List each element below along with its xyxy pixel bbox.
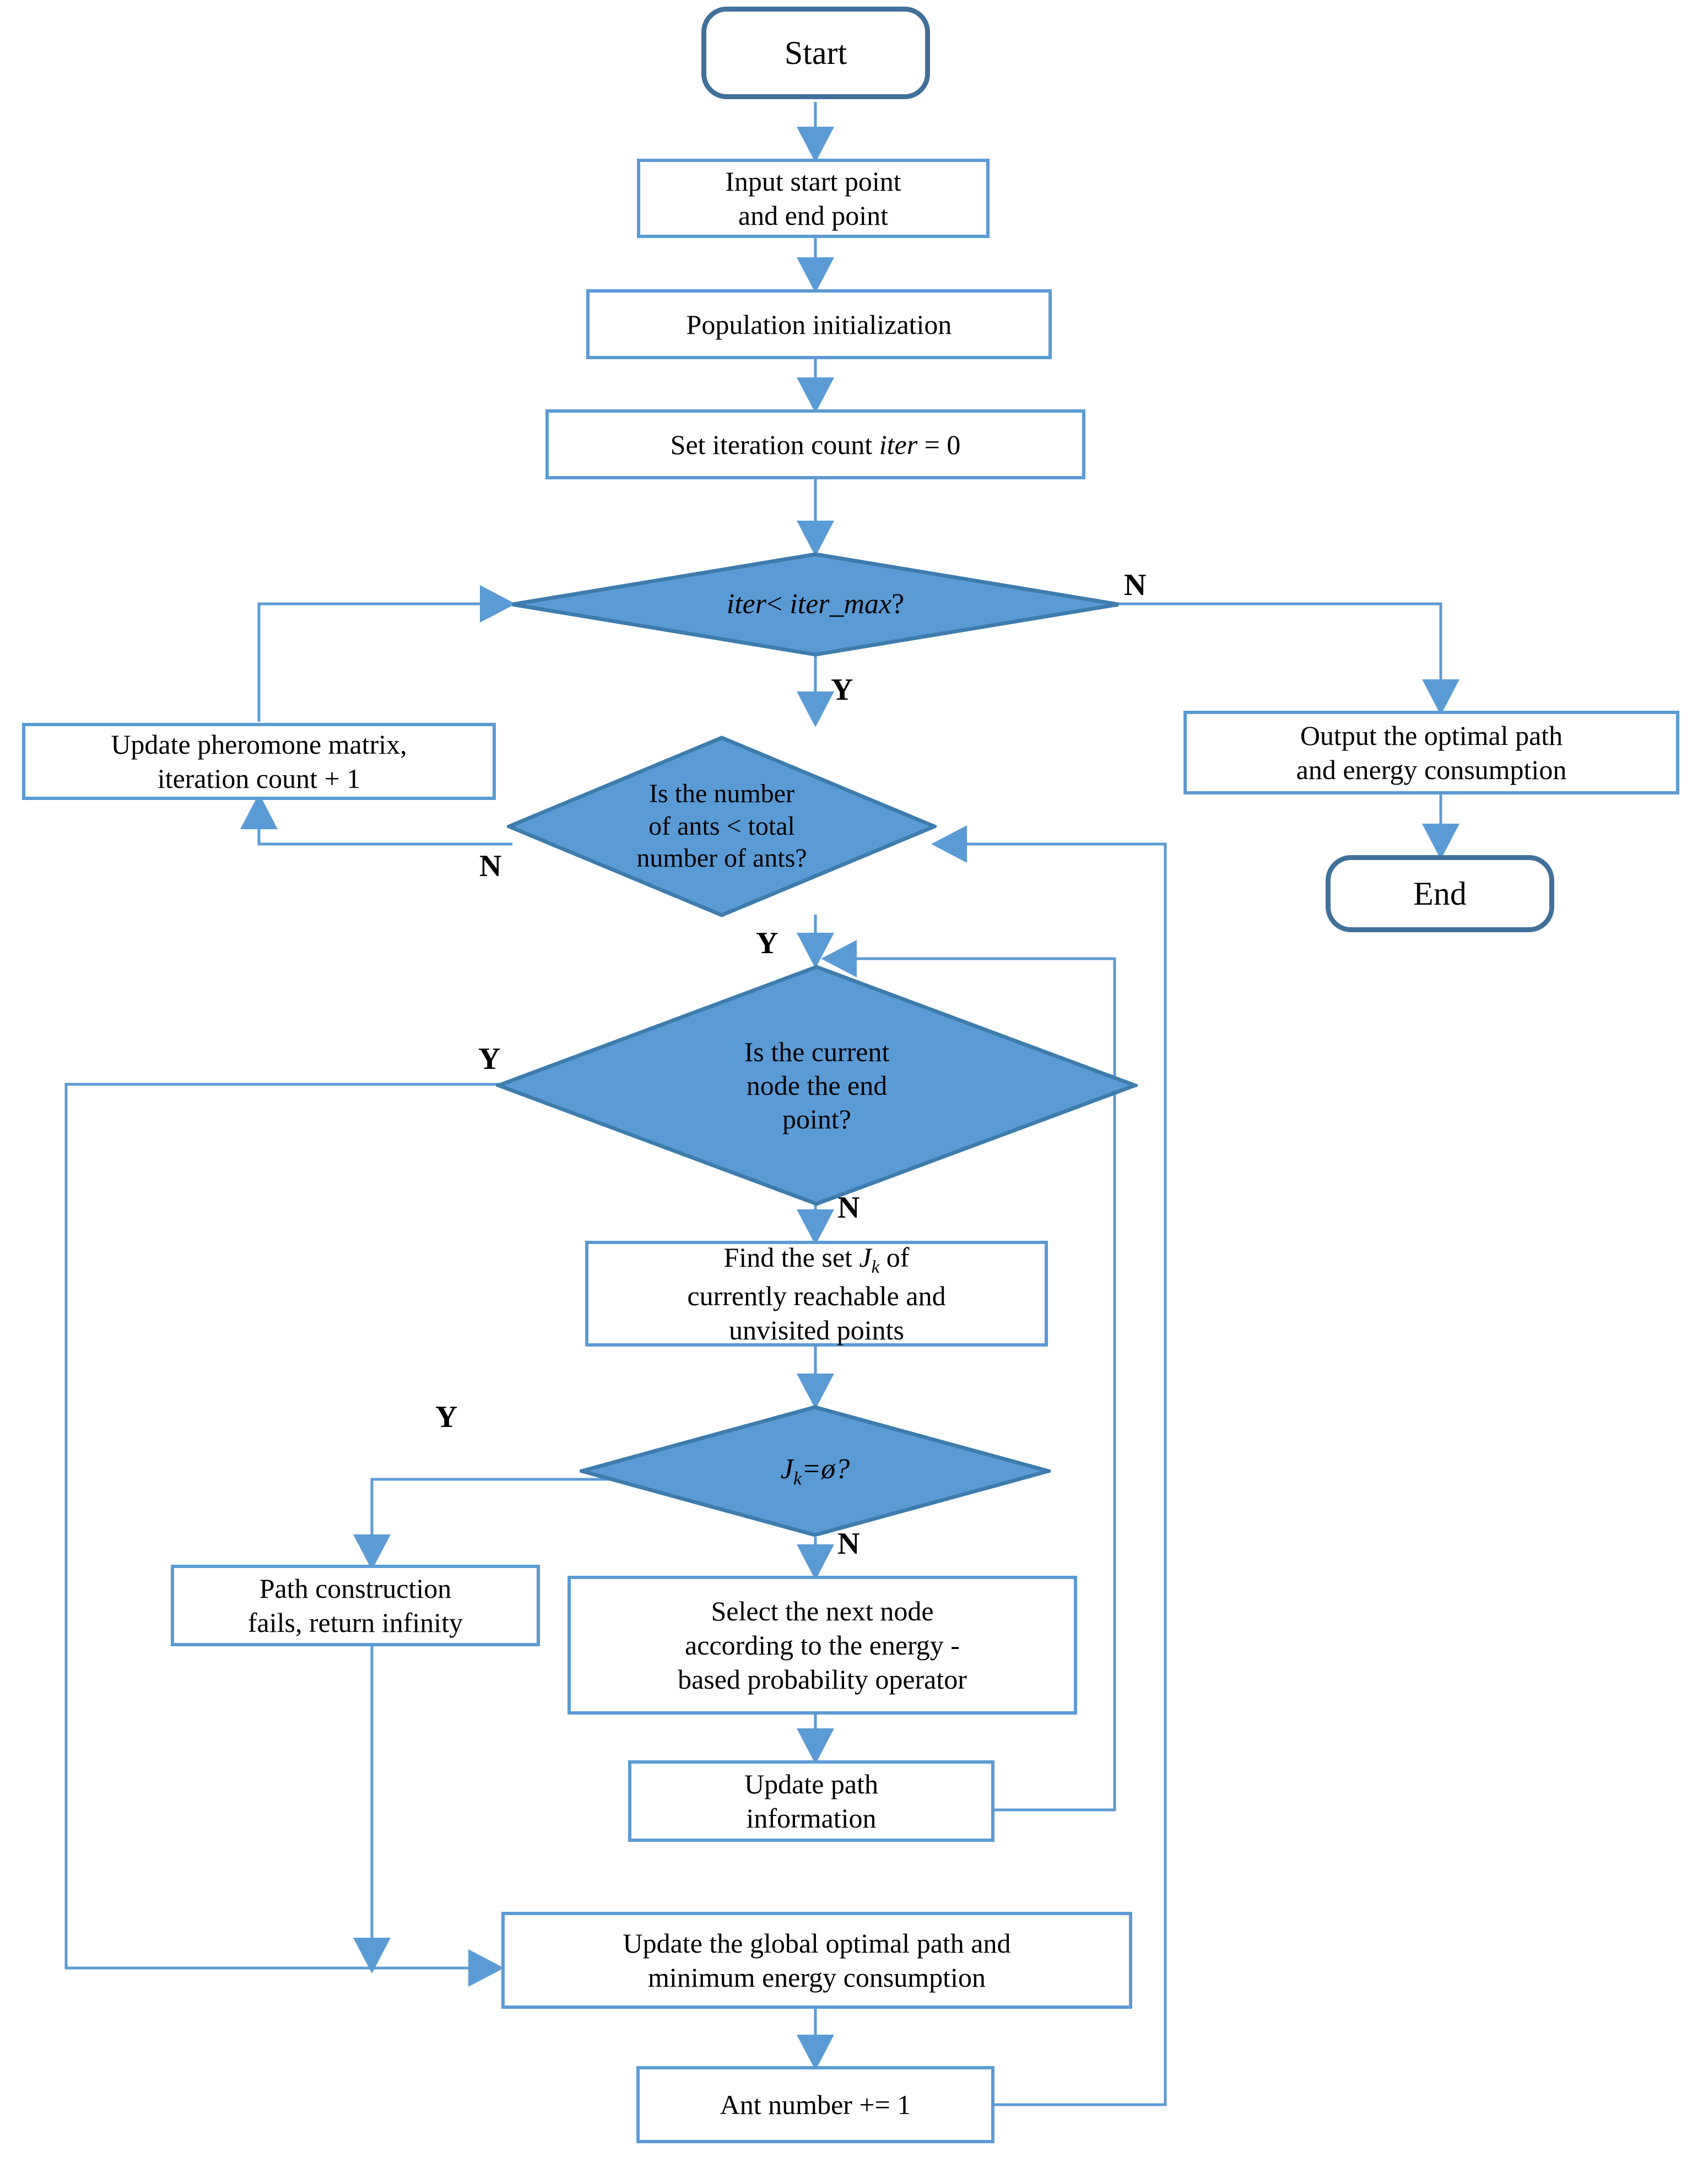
node-end-label: End xyxy=(1413,875,1467,912)
edge-ant-ants xyxy=(931,825,1167,2106)
node-input-line1: Input start point xyxy=(725,166,901,197)
node-population-init: Population initialization xyxy=(586,289,1052,359)
node-end: End xyxy=(1326,855,1554,932)
node-update-pheromone-line2: iteration count + 1 xyxy=(157,763,361,794)
ants-check-line1: Is the number xyxy=(649,779,794,809)
node-input-line2: and end point xyxy=(738,200,889,231)
node-output-optimal-path: Output the optimal path and energy consu… xyxy=(1183,711,1679,794)
node-ant-increment: Ant number += 1 xyxy=(636,2066,994,2143)
node-iter-check-label: iter< iter_max? xyxy=(727,587,904,621)
node-ants-check: Is the number of ants < total number of … xyxy=(507,736,937,917)
node-find-set-line1: Find the set Jk of xyxy=(724,1240,910,1279)
node-update-path-line2: information xyxy=(746,1803,877,1834)
node-jk-empty-label: Jk=ø? xyxy=(781,1452,850,1490)
node-output-line2: and energy consumption xyxy=(1296,754,1567,785)
edge-label-jk-no: N xyxy=(837,1527,860,1561)
node-path-fail: Path construction fails, return infinity xyxy=(171,1565,540,1646)
node-input-points: Input start point and end point xyxy=(637,159,990,238)
node-set-iter-text: Set iteration count iter = 0 xyxy=(671,429,961,461)
edge-ants-no xyxy=(240,793,512,846)
node-start: Start xyxy=(701,7,930,99)
node-ants-check-label: Is the number of ants < total number of … xyxy=(636,778,807,875)
endpoint-check-line2: node the end xyxy=(746,1069,888,1101)
edge-jk-yes xyxy=(353,1478,656,1570)
node-start-label: Start xyxy=(784,34,847,71)
iter-check-mid: < xyxy=(766,588,790,620)
decision-shape xyxy=(507,736,937,917)
node-update-global-line2: minimum energy consumption xyxy=(648,1962,986,1993)
iter-check-var2: iter_max xyxy=(790,588,892,620)
node-select-next-node: Select the next node according to the en… xyxy=(567,1576,1077,1715)
node-iter-check: iter< iter_max? xyxy=(510,552,1121,657)
ants-check-line2: of ants < total xyxy=(648,811,795,841)
node-update-path-line1: Update path xyxy=(744,1769,878,1799)
iter-check-suffix: ? xyxy=(891,588,905,620)
decision-shape xyxy=(512,552,1119,657)
set-iter-prefix: Set iteration count xyxy=(670,429,879,460)
edge-label-jk-yes: Y xyxy=(435,1400,458,1434)
edge-pheromone-itercheck xyxy=(257,585,516,722)
edge-label-iter-no: N xyxy=(1124,568,1147,602)
jk-rest: =ø? xyxy=(802,1453,850,1485)
iter-check-var1: iter xyxy=(726,588,766,620)
node-select-line3: based probability operator xyxy=(678,1664,967,1695)
find-set-sub: k xyxy=(871,1257,880,1278)
jk-var: J xyxy=(780,1453,793,1485)
set-iter-variable: iter xyxy=(879,429,918,460)
set-iter-suffix: = 0 xyxy=(917,429,961,460)
edge-label-ants-no: N xyxy=(479,849,502,883)
edge-endpoint-yes xyxy=(64,1083,504,1987)
node-select-line1: Select the next node xyxy=(711,1596,934,1626)
edge-updatepath-endpoint xyxy=(821,940,1116,1812)
node-set-iteration-count: Set iteration count iter = 0 xyxy=(545,409,1085,479)
node-find-set-line3: unvisited points xyxy=(728,1314,905,1345)
node-population-label: Population initialization xyxy=(686,309,952,340)
node-ant-increment-label: Ant number += 1 xyxy=(720,2089,911,2120)
node-path-fail-line1: Path construction xyxy=(259,1573,452,1604)
node-find-set-line2: currently reachable and xyxy=(687,1280,946,1311)
find-set-post: of xyxy=(879,1242,910,1273)
jk-sub: k xyxy=(793,1468,802,1489)
node-update-global-line1: Update the global optimal path and xyxy=(623,1928,1011,1959)
node-jk-empty-check: Jk=ø? xyxy=(580,1405,1051,1537)
decision-shape xyxy=(580,1405,1051,1537)
node-update-pheromone-line1: Update pheromone matrix, xyxy=(111,729,407,760)
node-update-pheromone: Update pheromone matrix, iteration count… xyxy=(22,723,496,800)
endpoint-check-line1: Is the current xyxy=(744,1036,890,1067)
ants-check-line3: number of ants? xyxy=(636,844,807,873)
find-set-var: J xyxy=(859,1242,872,1273)
node-path-fail-line2: fails, return infinity xyxy=(247,1607,463,1638)
node-update-global-optimal: Update the global optimal path and minim… xyxy=(501,1912,1132,2009)
edge-label-ants-yes: Y xyxy=(756,926,779,960)
find-set-pre: Find the set xyxy=(723,1242,859,1273)
node-endpoint-check: Is the current node the end point? xyxy=(496,964,1138,1207)
edge-label-iter-yes: Y xyxy=(831,673,853,707)
endpoint-check-line3: point? xyxy=(782,1103,851,1134)
edge-label-endpoint-yes: Y xyxy=(478,1042,501,1076)
node-output-line1: Output the optimal path xyxy=(1300,720,1563,751)
node-select-line2: according to the energy - xyxy=(685,1630,960,1661)
decision-shape xyxy=(496,965,1138,1206)
edge-itercheck-no xyxy=(1118,602,1459,715)
node-endpoint-check-label: Is the current node the end point? xyxy=(744,1035,890,1136)
node-update-path-info: Update path information xyxy=(628,1760,994,1842)
node-find-set: Find the set Jk of currently reachable a… xyxy=(585,1241,1048,1347)
